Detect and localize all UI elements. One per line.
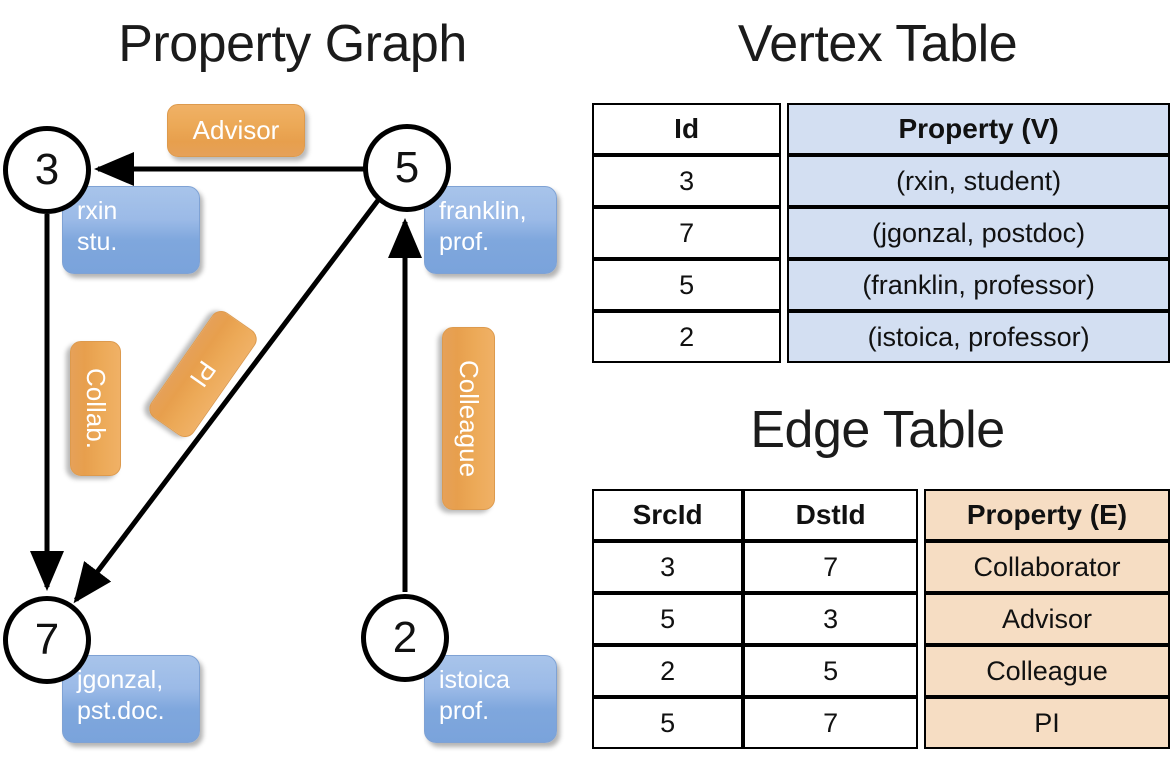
table-row: 2 5 Colleague: [592, 645, 1170, 697]
vertex-property-box-3: rxin stu.: [62, 186, 200, 274]
vertex-property-line-1: rxin: [77, 197, 118, 225]
cell-property: PI: [923, 697, 1170, 749]
vertex-property-line-1: jgonzal,: [77, 666, 164, 694]
vertex-property-line-2: prof.: [439, 227, 490, 256]
column-header-property-v: Property (V): [787, 103, 1170, 155]
vertex-property-box-5: franklin, prof.: [424, 186, 557, 274]
cell-property: (jgonzal, postdoc): [787, 207, 1170, 259]
table-row: 2 (istoica, professor): [592, 311, 1170, 363]
column-header-srcid: SrcId: [592, 489, 744, 541]
cell-dstid: 3: [743, 593, 919, 645]
cell-srcid: 2: [592, 645, 744, 697]
cell-dstid: 7: [743, 697, 919, 749]
table-row: 5 7 PI: [592, 697, 1170, 749]
page-title-vertex-table: Vertex Table: [737, 15, 1018, 73]
table-row: 5 3 Advisor: [592, 593, 1170, 645]
cell-property: (franklin, professor): [787, 259, 1170, 311]
table-row: 7 (jgonzal, postdoc): [592, 207, 1170, 259]
vertex-property-box-2: istoica prof.: [424, 655, 557, 743]
edge-label-colleague: Colleague: [442, 327, 495, 510]
table-row: 3 (rxin, student): [592, 155, 1170, 207]
cell-dstid: 5: [743, 645, 919, 697]
cell-id: 5: [592, 259, 782, 311]
page-title-property-graph: Property Graph: [118, 15, 467, 73]
vertex-property-line-2: pst.doc.: [77, 696, 165, 725]
column-header-dstid: DstId: [743, 489, 919, 541]
graph-node-3: 3: [3, 126, 91, 214]
graph-edges-layer: [30, 152, 422, 604]
cell-property: Colleague: [923, 645, 1170, 697]
table-row: 5 (franklin, professor): [592, 259, 1170, 311]
graph-node-5: 5: [363, 124, 451, 212]
cell-property: (rxin, student): [787, 155, 1170, 207]
graph-node-2: 2: [361, 594, 449, 682]
graph-node-7: 7: [3, 596, 91, 684]
column-header-property-e: Property (E): [923, 489, 1170, 541]
table-header-row: Id Property (V): [592, 103, 1170, 155]
cell-property: Advisor: [923, 593, 1170, 645]
cell-id: 7: [592, 207, 782, 259]
vertex-property-line-1: istoica: [439, 666, 510, 694]
column-header-id: Id: [592, 103, 782, 155]
vertex-table: Id Property (V) 3 (rxin, student) 7 (jgo…: [592, 103, 1170, 363]
vertex-property-line-2: prof.: [439, 696, 490, 725]
edge-label-advisor: Advisor: [167, 104, 305, 157]
edge-table: SrcId DstId Property (E) 3 7 Collaborato…: [592, 489, 1170, 749]
cell-id: 2: [592, 311, 782, 363]
cell-srcid: 5: [592, 697, 744, 749]
edge-label-collab: Collab.: [70, 341, 121, 476]
cell-property: Collaborator: [923, 541, 1170, 593]
cell-property: (istoica, professor): [787, 311, 1170, 363]
vertex-property-line-1: franklin,: [439, 197, 527, 225]
table-row: 3 7 Collaborator: [592, 541, 1170, 593]
vertex-property-line-2: stu.: [77, 227, 118, 256]
cell-srcid: 5: [592, 593, 744, 645]
cell-dstid: 7: [743, 541, 919, 593]
table-header-row: SrcId DstId Property (E): [592, 489, 1170, 541]
cell-srcid: 3: [592, 541, 744, 593]
cell-id: 3: [592, 155, 782, 207]
vertex-property-box-7: jgonzal, pst.doc.: [62, 655, 200, 743]
edge-5-to-7: [73, 197, 381, 604]
page-title-edge-table: Edge Table: [750, 401, 1005, 459]
property-graph-panel: Property Graph Advisor Collab. PI Collea…: [3, 15, 557, 743]
